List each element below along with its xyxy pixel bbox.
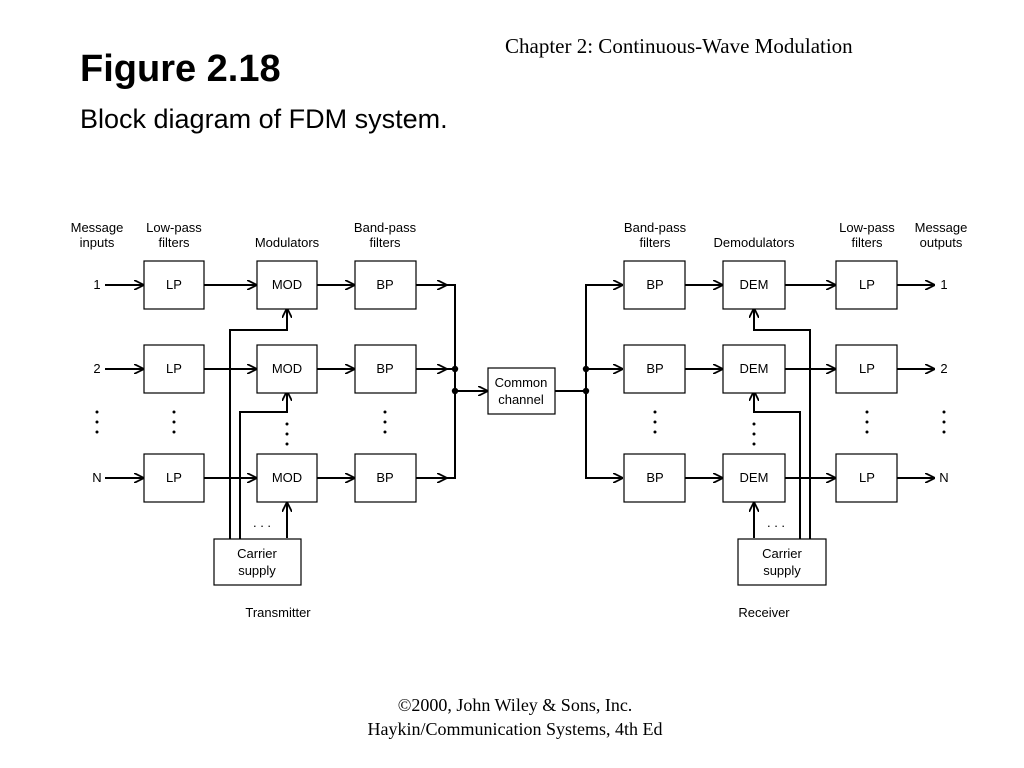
mod-label: MOD [272, 361, 302, 376]
rx-junction-dot-2 [582, 387, 590, 395]
carrier-supply-line2: supply [238, 563, 276, 578]
dem-label: DEM [740, 470, 769, 485]
bp-label: BP [376, 470, 393, 485]
carrier-supply-line2: supply [763, 563, 801, 578]
rx-bp-filter-2: BP [623, 344, 686, 394]
input-label-2: 2 [93, 361, 100, 376]
carrier-supply-line1: Carrier [762, 546, 802, 561]
header-message-inputs-line1: Message [71, 220, 124, 235]
lp-label: LP [166, 361, 182, 376]
book-citation: Haykin/Communication Systems, 4th Ed [367, 719, 663, 739]
rx-lp-filter-1: LP [835, 260, 898, 310]
output-label-2: 2 [940, 361, 947, 376]
dem-label: DEM [740, 277, 769, 292]
figure-subtitle: Block diagram of FDM system. [80, 104, 448, 134]
vertical-ellipsis-dots [95, 410, 946, 446]
header-rx-lowpass-line2: filters [851, 235, 883, 250]
output-label-1: 1 [940, 277, 947, 292]
common-channel-line2: channel [498, 392, 544, 407]
header-demodulators: Demodulators [714, 235, 795, 250]
dem-label: DEM [740, 361, 769, 376]
header-message-outputs-line2: outputs [920, 235, 963, 250]
bp-label: BP [646, 470, 663, 485]
rx-lp-filter-n: LP [835, 453, 898, 503]
rx-wires [555, 285, 934, 540]
copyright-line: ©2000, John Wiley & Sons, Inc. [397, 695, 633, 715]
header-message-outputs-line1: Message [915, 220, 968, 235]
lp-filter-n: LP [143, 453, 205, 503]
header-rx-bandpass-line2: filters [639, 235, 671, 250]
carrier-supply-line1: Carrier [237, 546, 277, 561]
input-label-n: N [92, 470, 101, 485]
lp-label: LP [859, 470, 875, 485]
rx-bp-filter-n: BP [623, 453, 686, 503]
tx-bp-filter-n: BP [354, 453, 417, 503]
header-rx-bandpass-line1: Band-pass [624, 220, 687, 235]
lp-filter-2: LP [143, 344, 205, 394]
tx-junction-dot-2 [451, 387, 459, 395]
bp-label: BP [646, 361, 663, 376]
lp-label: LP [859, 361, 875, 376]
demodulator-n: DEM [722, 453, 786, 503]
modulator-1: MOD [256, 260, 318, 310]
demodulator-2: DEM [722, 344, 786, 394]
rx-junction-dot-1 [582, 365, 590, 373]
tx-carrier-ellipsis: . . . [253, 515, 271, 530]
output-label-n: N [939, 470, 948, 485]
rx-lp-filter-2: LP [835, 344, 898, 394]
tx-carrier-supply: Carrier supply [213, 538, 302, 586]
common-channel-line1: Common [495, 375, 548, 390]
rx-carrier-supply: Carrier supply [737, 538, 827, 586]
rx-bp-filter-1: BP [623, 260, 686, 310]
header-message-inputs-line2: inputs [80, 235, 115, 250]
header-rx-lowpass-line1: Low-pass [839, 220, 895, 235]
rx-carrier-ellipsis: . . . [767, 515, 785, 530]
bp-label: BP [376, 277, 393, 292]
mod-label: MOD [272, 470, 302, 485]
receiver-label: Receiver [738, 605, 790, 620]
mod-label: MOD [272, 277, 302, 292]
modulator-2: MOD [256, 344, 318, 394]
bp-label: BP [646, 277, 663, 292]
chapter-title: Chapter 2: Continuous-Wave Modulation [505, 34, 853, 58]
tx-bp-filter-2: BP [354, 344, 417, 394]
demodulator-1: DEM [722, 260, 786, 310]
bp-label: BP [376, 361, 393, 376]
modulator-n: MOD [256, 453, 318, 503]
tx-junction-dot-1 [451, 365, 459, 373]
header-tx-bandpass-line2: filters [369, 235, 401, 250]
header-tx-lowpass-line1: Low-pass [146, 220, 202, 235]
common-channel: Common channel [487, 367, 556, 415]
lp-label: LP [859, 277, 875, 292]
header-tx-bandpass-line1: Band-pass [354, 220, 417, 235]
input-label-1: 1 [93, 277, 100, 292]
lp-filter-1: LP [143, 260, 205, 310]
header-tx-lowpass-line2: filters [158, 235, 190, 250]
lp-label: LP [166, 470, 182, 485]
tx-bp-filter-1: BP [354, 260, 417, 310]
header-modulators: Modulators [255, 235, 320, 250]
lp-label: LP [166, 277, 182, 292]
figure-title: Figure 2.18 [80, 48, 281, 90]
transmitter-label: Transmitter [245, 605, 311, 620]
